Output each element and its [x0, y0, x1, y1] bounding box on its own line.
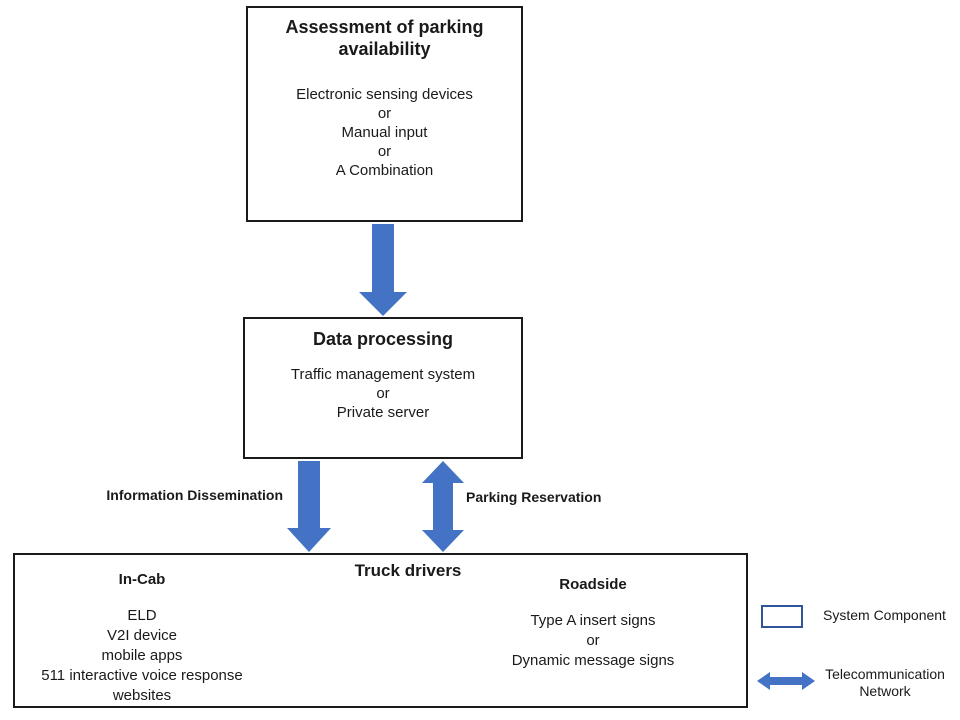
assessment-box-title: Assessment of parking availability	[285, 17, 484, 59]
incab-heading: In-Cab	[118, 571, 166, 588]
system-component-swatch-rect	[761, 605, 803, 628]
double-vertical-arrow-shape	[422, 461, 464, 552]
incab-column: In-Cab ELD V2I device mobile apps 511 in…	[17, 571, 267, 706]
assessment-line: or	[377, 105, 392, 122]
data-processing-box-title: Data processing	[312, 329, 454, 349]
data-processing-box-body: Traffic management system or Private ser…	[245, 365, 521, 422]
roadside-item: or	[586, 632, 600, 649]
assessment-box-body: Electronic sensing devices or Manual inp…	[248, 85, 521, 180]
telecommunication-network-label: Telecommunication Network	[825, 666, 945, 699]
incab-item: websites	[112, 687, 172, 704]
down-arrow-icon	[359, 224, 407, 316]
system-component-swatch-icon	[761, 605, 803, 628]
incab-item: mobile apps	[101, 647, 183, 664]
truck-drivers-box: Truck drivers In-Cab ELD V2I device mobi…	[13, 553, 748, 708]
assessment-line: or	[377, 143, 392, 160]
roadside-list: Type A insert signs or Dynamic message s…	[483, 611, 703, 671]
assessment-line: Manual input	[341, 124, 428, 141]
assessment-line: A Combination	[335, 162, 434, 179]
incab-item: V2I device	[106, 627, 178, 644]
assessment-line: Electronic sensing devices	[296, 86, 473, 103]
information-dissemination-label: Information Dissemination	[106, 487, 283, 503]
parking-reservation-label: Parking Reservation	[466, 489, 602, 505]
incab-list: ELD V2I device mobile apps 511 interacti…	[17, 606, 267, 706]
roadside-column: Roadside Type A insert signs or Dynamic …	[483, 576, 703, 671]
truck-drivers-title: Truck drivers	[354, 561, 462, 580]
double-vertical-arrow-icon	[422, 461, 464, 552]
roadside-heading: Roadside	[559, 576, 627, 593]
incab-item: ELD	[127, 607, 157, 624]
data-processing-box: Data processing Traffic management syste…	[243, 317, 523, 459]
assessment-box: Assessment of parking availability Elect…	[246, 6, 523, 222]
roadside-item: Type A insert signs	[530, 612, 656, 629]
incab-item: 511 interactive voice response	[41, 667, 243, 684]
roadside-item: Dynamic message signs	[511, 652, 675, 669]
down-arrow-icon	[287, 461, 331, 552]
data-processing-line: Private server	[336, 404, 430, 421]
down-arrow-shape	[359, 224, 407, 316]
data-processing-line: or	[376, 385, 390, 402]
double-horizontal-arrow-shape	[757, 672, 815, 690]
data-processing-line: Traffic management system	[290, 366, 476, 383]
down-arrow-shape	[287, 461, 331, 552]
double-horizontal-arrow-icon	[757, 672, 815, 690]
system-component-label: System Component	[823, 607, 946, 623]
